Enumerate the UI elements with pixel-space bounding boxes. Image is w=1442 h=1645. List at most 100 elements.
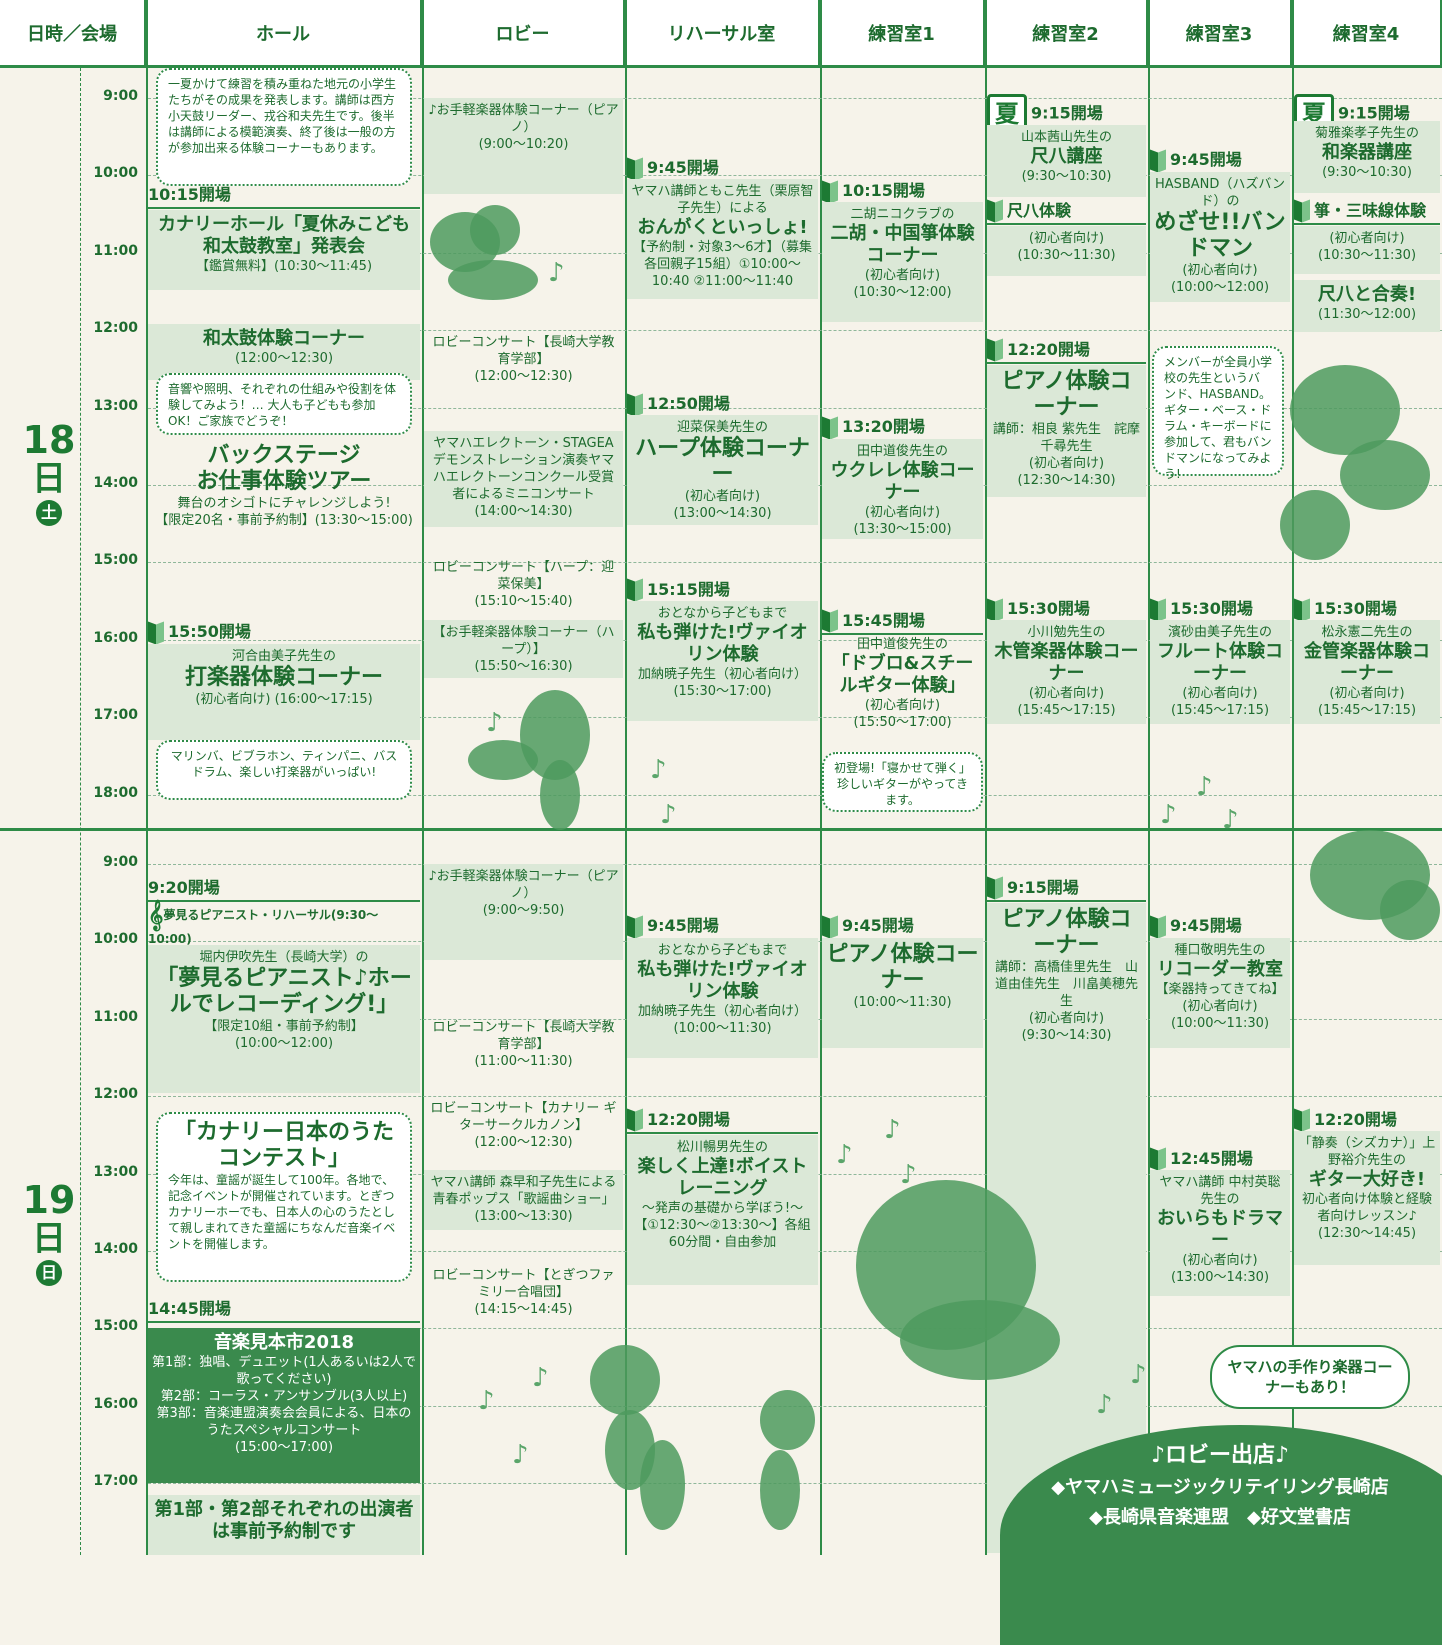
p1-open-1: 10:15開場 xyxy=(822,179,983,206)
hall-drum-recital-line: カナリーホール「夏休みこども和太鼓教室」発表会 xyxy=(158,214,410,258)
hall2-contest-bubble: 「カナリー日本のうたコンテスト」今年は、童謡が誕生して100年。各地で、記念イベ… xyxy=(156,1111,412,1282)
reh-d2-1: おとなから子どもまで私も弾けた!ヴァイオリン体験加納暁子先生（初心者向け）(10… xyxy=(627,937,818,1058)
reh-d2-2-line: 【①12:30～②13:30～】各組60分間・自由参加 xyxy=(634,1217,811,1250)
open-time: 12:20開場 xyxy=(1007,339,1090,359)
p1-open-2: 13:20開場 xyxy=(822,415,983,442)
hall-backstage-line: お仕事体験ツアー xyxy=(196,468,372,494)
p1-d1-1-line: 二胡・中国箏体験コーナー xyxy=(830,223,975,267)
lobby-d1-5: 【お手軽楽器体験コーナー（ハープ）】(15:50～16:30) xyxy=(424,620,623,679)
shop-panel: ♪ロビー出店♪◆ヤマハミュージックリテイリング長崎店◆長崎県音楽連盟 ◆好文堂書… xyxy=(1000,1425,1442,1645)
p4-d1-1-line: (9:30～10:30) xyxy=(1322,165,1412,181)
lobby-d2-4-line: (13:00～13:30) xyxy=(474,1208,573,1224)
beginner-mark-icon xyxy=(1294,201,1310,221)
hall2-fair-note-line: 第1部・第2部それぞれの出演者は事前予約制です xyxy=(154,1498,414,1542)
p3-d2-1-line: リコーダー教室 xyxy=(1157,958,1283,980)
music-note-icon: ♪ xyxy=(1196,772,1213,802)
reh2-open-1: 9:45開場 xyxy=(627,914,818,941)
reh-d1-2-line: 迎菜保美先生の xyxy=(676,420,768,436)
music-note-icon: ♪ xyxy=(660,800,677,830)
p1-bubble: 初登場!「寝かせて弾く」珍しいギターがやってきます。 xyxy=(822,752,983,813)
open-time: 10:15開場 xyxy=(842,181,925,201)
hall2-piano-line: (10:00～12:00) xyxy=(234,1036,334,1052)
open-time: 9:45開場 xyxy=(647,916,719,936)
p4-d1-4-line: 金管楽器体験コーナー xyxy=(1304,641,1430,685)
open-time: 10:15開場 xyxy=(148,185,231,205)
time-label: 14:00 xyxy=(93,1241,138,1257)
beginner-mark-icon xyxy=(1150,600,1166,620)
lobby-d2-2: ロビーコンサート【長崎大学教育学部】(11:00～11:30) xyxy=(424,1015,623,1073)
illustration-dog xyxy=(1380,880,1440,940)
reh-d2-1-line: おとなから子どもまで xyxy=(657,942,788,958)
lobby-d1-4: ロビーコンサート【ハープ：迎菜保美】(15:10～15:40) xyxy=(424,555,623,613)
reh-d1-3: おとなから子どもまで私も弾けた!ヴァイオリン体験加納暁子先生（初心者向け）(15… xyxy=(627,601,818,722)
hour-line xyxy=(148,864,1442,865)
p2-d1-2-line: (10:30～11:30) xyxy=(1017,247,1116,263)
reh-d1-3-line: (15:30～17:00) xyxy=(673,684,772,700)
illustration-dog xyxy=(448,260,538,300)
hall2-piano-line: 「夢見るピアニスト♪ホールでレコーディング!」 xyxy=(156,966,412,1018)
music-note-icon: ♪ xyxy=(486,708,503,738)
hall2-fair-line: 第2部：コーラス・アンサンブル(3人以上) xyxy=(160,1389,408,1405)
p3-open-2: 15:30開場 xyxy=(1150,597,1290,624)
lobby-d2-5: ロビーコンサート【とぎつファミリー合唱団】(14:15～14:45) xyxy=(424,1263,623,1321)
beginner-mark-icon xyxy=(987,878,1003,898)
open-time: 12:20開場 xyxy=(1314,1109,1397,1129)
hall2-piano-line: 堀内伊吹先生（長崎大学）の xyxy=(199,950,369,966)
lobby-d2-5-line: ロビーコンサート【とぎつファミリー合唱団】 xyxy=(432,1267,615,1300)
reh-d1-3-line: おとなから子どもまで xyxy=(657,606,788,622)
reh-d1-2: 迎菜保美先生のハープ体験コーナー(初心者向け)(13:00～14:30) xyxy=(627,415,818,526)
lobby-d2-4-line: ヤマハ講師 森早和子先生による青春ポップス「歌謡曲ショー」 xyxy=(430,1174,617,1207)
p2-d1-3-line: (12:30～14:30) xyxy=(1017,473,1116,489)
reh-d2-2-line: ～発声の基礎から学ぼう!～ xyxy=(641,1200,804,1216)
hour-line xyxy=(148,407,1442,409)
hall-percussion-line: 河合由美子先生の xyxy=(231,648,336,664)
open-time: 9:15開場 xyxy=(1338,103,1410,123)
p1-d2-1-line: (10:00～11:30) xyxy=(853,994,952,1010)
hour-line xyxy=(148,330,1442,332)
beginner-mark-icon xyxy=(822,418,838,438)
p3-d1-2-line: (15:45～17:15) xyxy=(1170,703,1270,719)
day-char: 日 xyxy=(32,1219,66,1259)
p1-d1-3-line: (初心者向け) xyxy=(864,698,941,714)
header-p3: 練習室3 xyxy=(1148,0,1292,68)
beginner-mark-icon xyxy=(822,917,838,937)
p4-d1-1: 菊雅楽孝子先生の和楽器講座(9:30～10:30) xyxy=(1294,121,1440,194)
p3-d1-2-line: (初心者向け) xyxy=(1182,686,1258,702)
p2-d1-2: (初心者向け)(10:30～11:30) xyxy=(987,225,1146,276)
beginner-mark-icon xyxy=(627,580,643,600)
hour-line xyxy=(148,562,1442,564)
shop-line: ♪ロビー出店♪ xyxy=(1150,1443,1290,1468)
illustration-dog xyxy=(1340,440,1430,510)
p4-d2-1-line: (12:30～14:45) xyxy=(1317,1226,1417,1242)
p4-d1-3-line: 尺八と合奏! xyxy=(1317,283,1417,305)
column-divider xyxy=(985,0,987,1555)
open-time: 9:15開場 xyxy=(1031,103,1103,123)
open-time: 9:45開場 xyxy=(842,916,914,936)
p2-open-1b: 尺八体験 xyxy=(987,199,1146,225)
p4-open-2: 15:30開場 xyxy=(1294,597,1440,624)
hall2-piano: 堀内伊吹先生（長崎大学）の「夢見るピアニスト♪ホールでレコーディング!」【限定1… xyxy=(148,945,420,1094)
beginner-mark-icon xyxy=(987,201,1003,221)
p1d2-open: 9:45開場 xyxy=(822,914,983,941)
p3-d2-2-line: おいらもドラマー xyxy=(1157,1207,1283,1251)
lobby-d2-1-line: ♪お手軽楽器体験コーナー（ピアノ） xyxy=(428,869,619,901)
open-time: 12:50開場 xyxy=(647,394,730,414)
open-time: 15:30開場 xyxy=(1170,599,1253,619)
hall-backstage-line: 舞台のオシゴトにチャレンジしよう! xyxy=(177,495,391,511)
header-rehearsal: リハーサル室 xyxy=(625,0,820,68)
beginner-mark-icon xyxy=(987,340,1003,360)
lobby-d1-5-line: (15:50～16:30) xyxy=(474,659,573,675)
beginner-mark-icon xyxy=(627,1110,643,1130)
p4-d1-4: 松永憲二先生の金管楽器体験コーナー(初心者向け)(15:45～17:15) xyxy=(1294,620,1440,725)
column-divider xyxy=(820,0,822,1555)
p3-d2-1-line: (10:00～11:30) xyxy=(1170,1015,1270,1031)
p2-d1-1: 山本茜山先生の尺八講座(9:30～10:30) xyxy=(987,125,1146,198)
p4-d1-2-line: (初心者向け) xyxy=(1329,230,1405,246)
p4-d2-1-line: ギター大好き! xyxy=(1308,1169,1426,1191)
hall-backstage-line: 【限定20名・事前予約制】(13:30～15:00) xyxy=(155,512,413,528)
p4-open-1b: 箏・三味線体験 xyxy=(1294,199,1440,225)
column-divider xyxy=(1292,0,1294,1555)
hour-line xyxy=(148,1328,1442,1330)
p4-d1-4-line: (初心者向け) xyxy=(1329,686,1405,702)
p1-d1-2-line: (13:30～15:00) xyxy=(853,521,952,537)
